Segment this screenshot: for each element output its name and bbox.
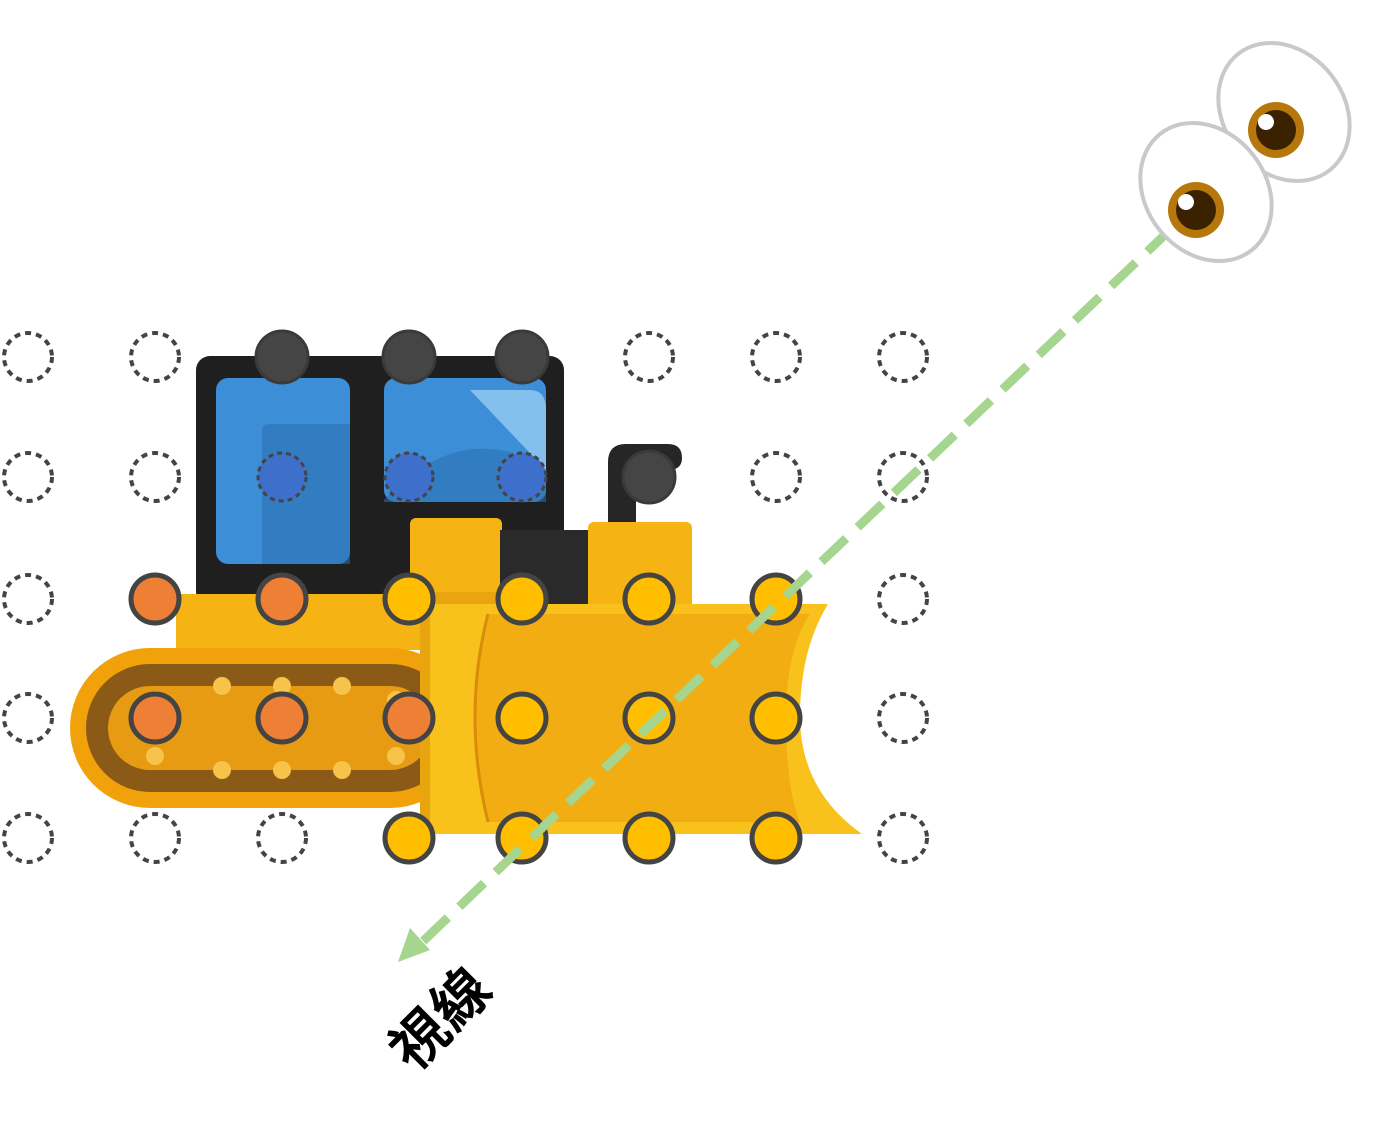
sight-line bbox=[398, 224, 1176, 962]
grid-dot-empty bbox=[2, 812, 54, 864]
grid-dot-empty bbox=[750, 331, 802, 383]
grid-dot-empty bbox=[877, 451, 929, 503]
grid-dot-dark bbox=[621, 449, 677, 505]
grid-dot-yellow bbox=[749, 691, 803, 745]
grid-dot-blue bbox=[496, 451, 548, 503]
grid-dot-empty bbox=[129, 451, 181, 503]
grid-dot-empty bbox=[2, 692, 54, 744]
grid-dot-empty bbox=[877, 331, 929, 383]
eyes-icon bbox=[1138, 40, 1352, 264]
grid-dot-empty bbox=[2, 451, 54, 503]
grid-dot-empty bbox=[877, 573, 929, 625]
grid-dot-empty bbox=[129, 331, 181, 383]
grid-dot-yellow bbox=[622, 691, 676, 745]
grid-dot-yellow bbox=[495, 811, 549, 865]
grid-dot-orange bbox=[128, 691, 182, 745]
grid-dot-yellow bbox=[382, 811, 436, 865]
grid-dot-empty bbox=[877, 812, 929, 864]
grid-dot-dark bbox=[381, 329, 437, 385]
grid-dot-blue bbox=[256, 451, 308, 503]
grid-dot-yellow bbox=[495, 572, 549, 626]
grid-dot-orange bbox=[255, 691, 309, 745]
grid-dot-empty bbox=[623, 331, 675, 383]
grid-dot-empty bbox=[129, 812, 181, 864]
grid-dot-yellow bbox=[749, 811, 803, 865]
grid-dot-blue bbox=[383, 451, 435, 503]
grid-dot-yellow bbox=[382, 572, 436, 626]
grid-dot-yellow bbox=[622, 572, 676, 626]
grid-dot-orange bbox=[382, 691, 436, 745]
grid-dot-orange bbox=[128, 572, 182, 626]
grid-dot-empty bbox=[750, 451, 802, 503]
grid-dot-empty bbox=[877, 692, 929, 744]
grid-dot-orange bbox=[255, 572, 309, 626]
grid-dot-empty bbox=[256, 812, 308, 864]
grid-dot-yellow bbox=[495, 691, 549, 745]
arrow-head-icon bbox=[398, 928, 430, 962]
grid-dot-empty bbox=[2, 573, 54, 625]
grid-dot-dark bbox=[254, 329, 310, 385]
grid-dot-empty bbox=[2, 331, 54, 383]
bulldozer-icon bbox=[70, 356, 862, 834]
grid-dot-dark bbox=[494, 329, 550, 385]
grid-dot-yellow bbox=[622, 811, 676, 865]
